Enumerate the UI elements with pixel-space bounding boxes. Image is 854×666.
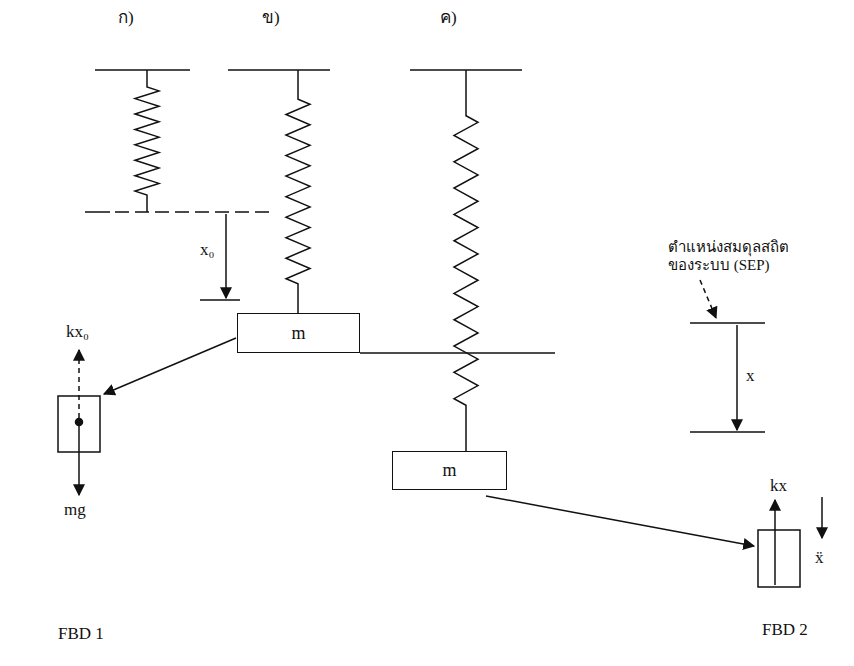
force-label: kx₀ [66,322,89,342]
acceleration-label: ẍ [815,548,824,568]
figure-caption: FBD 2 [762,620,808,640]
mass-block: m [237,313,360,353]
panel-label: ค) [440,8,457,28]
displacement-label: x [746,366,755,386]
spring-coil [135,70,159,212]
panel-label: ข) [262,8,280,28]
force-label: kx [770,476,787,496]
spring-coil [454,70,478,451]
displacement-label: x₀ [200,240,214,260]
force-label: mg [64,500,86,520]
sep-note: ตำแหน่งสมดุลสถิต ของระบบ (SEP) [668,238,818,274]
spring-coil [286,70,310,313]
panel-label: ก) [118,8,134,28]
figure-caption: FBD 1 [58,624,104,644]
mass-label: m [442,460,456,481]
mass-label: m [291,323,305,344]
mass-block: m [392,451,507,490]
